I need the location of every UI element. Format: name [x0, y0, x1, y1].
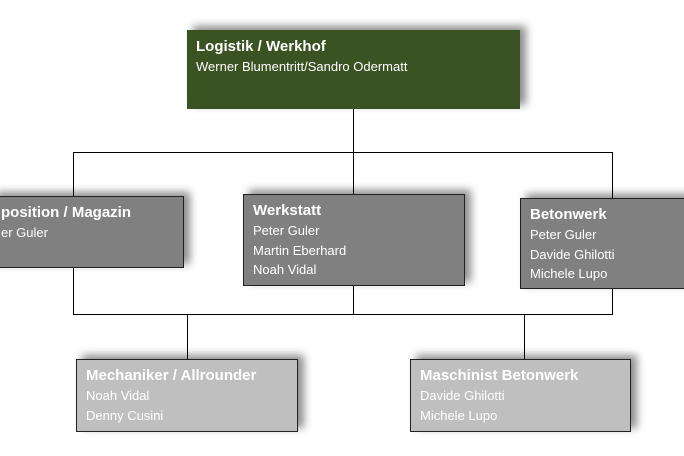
node-member: Peter Guler	[253, 223, 320, 238]
node-title: Mechaniker / Allrounder	[86, 367, 257, 384]
node-member: Werner Blumentritt/Sandro Odermatt	[196, 59, 408, 74]
node-member: Noah Vidal	[86, 388, 150, 403]
connector-to-maschinist	[524, 314, 525, 359]
node-title: Betonwerk	[530, 206, 607, 223]
connector-to-betonwerk	[612, 152, 613, 199]
connector-root-down	[353, 109, 354, 152]
node-title: Logistik / Werkhof	[196, 38, 326, 55]
org-node-betonwerk: Betonwerk Peter Guler Davide Ghilotti Mi…	[520, 198, 684, 289]
node-title: Maschinist Betonwerk	[420, 367, 579, 384]
node-member: Michele Lupo	[420, 407, 498, 423]
node-member: Peter Guler	[530, 227, 597, 242]
org-node-werkstatt: Werkstatt Peter Guler Martin Eberhard No…	[243, 194, 465, 286]
connector-to-werkstatt	[353, 152, 354, 194]
connector-bottom-horizontal	[73, 314, 613, 315]
node-member: Michele Lupo	[530, 266, 608, 281]
node-member: Denny Cusini	[86, 407, 164, 423]
node-title: Werkstatt	[253, 202, 322, 219]
org-node-maschinist-betonwerk: Maschinist Betonwerk Davide Ghilotti Mic…	[410, 359, 631, 432]
org-node-logistik-werkhof: Logistik / Werkhof Werner Blumentritt/Sa…	[187, 30, 520, 109]
org-node-disposition-magazin: position / Magazin er Guler	[0, 196, 184, 268]
connector-to-disposition	[73, 152, 74, 197]
node-member: Davide Ghilotti	[530, 246, 615, 262]
connector-top-horizontal	[73, 152, 613, 153]
connector-from-werkstatt	[353, 285, 354, 315]
connector-to-mechaniker	[187, 314, 188, 359]
node-member: er Guler	[1, 225, 48, 240]
node-member: Martin Eberhard	[253, 242, 347, 258]
node-member: Davide Ghilotti	[420, 388, 505, 403]
connector-from-disposition	[73, 267, 74, 314]
node-member: Noah Vidal	[253, 262, 317, 277]
org-node-mechaniker-allrounder: Mechaniker / Allrounder Noah Vidal Denny…	[76, 359, 298, 432]
node-title: position / Magazin	[1, 204, 131, 221]
connector-from-betonwerk	[612, 288, 613, 314]
